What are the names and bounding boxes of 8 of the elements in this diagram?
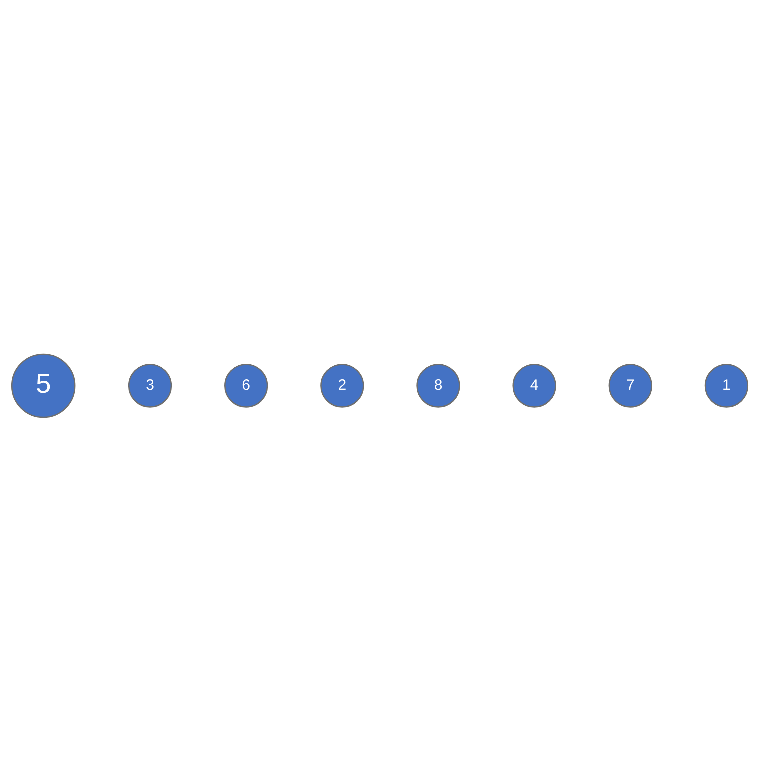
node-circle: 6: [224, 364, 268, 408]
node-circle: 2: [320, 364, 364, 408]
node-circle: 4: [512, 364, 556, 408]
node-circle: 3: [128, 364, 172, 408]
node-circle: 5: [11, 354, 76, 418]
node-circle: 8: [416, 364, 460, 408]
node-circle: 7: [608, 364, 652, 408]
node-circle: 1: [704, 364, 749, 408]
